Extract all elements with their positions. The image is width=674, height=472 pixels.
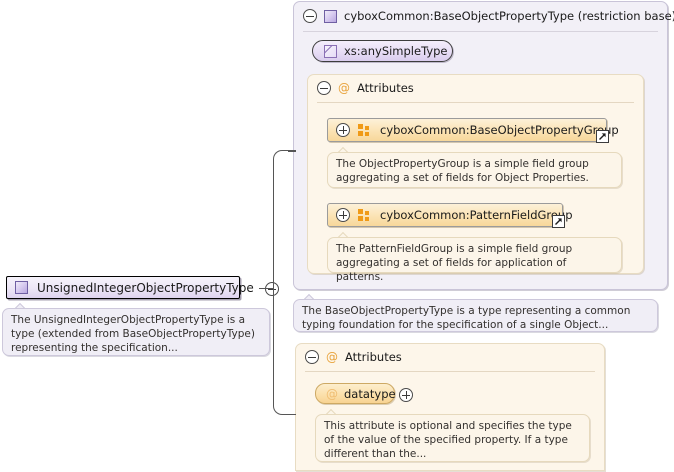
main-type-annotation: The UnsignedIntegerObjectPropertyType is… <box>2 308 270 356</box>
main-type-label: UnsignedIntegerObjectPropertyType <box>37 280 254 295</box>
attribute-group-icon <box>358 209 372 221</box>
attribute-annotation: This attribute is optional and specifies… <box>315 414 590 462</box>
attribute-group-annotation-text: The PatternFieldGroup is a simple field … <box>336 243 573 283</box>
at-icon: @ <box>326 386 338 401</box>
collapse-icon[interactable] <box>264 282 279 296</box>
attribute-label: datatype <box>344 386 396 401</box>
collapse-icon[interactable] <box>317 81 331 95</box>
at-icon: @ <box>338 81 350 95</box>
expand-icon[interactable] <box>336 208 350 222</box>
simple-type-node[interactable]: xs:anySimpleType <box>312 40 453 62</box>
complex-type-icon <box>15 281 28 294</box>
attribute-annotation-text: This attribute is optional and specifies… <box>324 420 572 460</box>
connector-bracket <box>273 150 295 415</box>
base-type-panel-header[interactable]: cyboxCommon:BaseObjectPropertyType (rest… <box>294 2 674 28</box>
connector-to-base-panel <box>288 150 296 152</box>
base-type-panel-title: cyboxCommon:BaseObjectPropertyType (rest… <box>344 9 674 23</box>
main-type-annotation-text: The UnsignedIntegerObjectPropertyType is… <box>11 314 255 354</box>
connector-to-attributes-panel <box>288 413 296 415</box>
attribute-group-label: cyboxCommon:PatternFieldGroup <box>380 208 573 222</box>
attribute-group-icon <box>358 124 372 136</box>
expand-icon[interactable] <box>336 123 350 137</box>
collapse-icon[interactable] <box>303 9 317 23</box>
at-icon: @ <box>326 350 338 364</box>
complex-type-icon <box>324 9 337 23</box>
local-attributes-title: Attributes <box>345 350 402 364</box>
attribute-group-annotation-text: The ObjectPropertyGroup is a simple fiel… <box>336 158 589 184</box>
attribute-group-node-baseobjectpropertygroup[interactable]: cyboxCommon:BaseObjectPropertyGroup <box>327 118 619 142</box>
local-attributes-header[interactable]: @ Attributes <box>296 344 604 369</box>
connector-stub <box>259 287 274 289</box>
base-type-annotation-text: The BaseObjectPropertyType is a type rep… <box>302 305 631 331</box>
external-link-icon[interactable] <box>552 215 565 228</box>
main-type-node[interactable]: UnsignedIntegerObjectPropertyType <box>6 276 254 299</box>
external-link-icon[interactable] <box>596 130 609 143</box>
base-attributes-header[interactable]: @ Attributes <box>308 75 643 100</box>
base-type-annotation: The BaseObjectPropertyType is a type rep… <box>293 299 658 332</box>
attribute-group-label: cyboxCommon:BaseObjectPropertyGroup <box>380 123 619 137</box>
simple-type-icon <box>324 44 337 58</box>
attribute-node-datatype[interactable]: @ datatype <box>315 383 396 404</box>
simple-type-label: xs:anySimpleType <box>344 44 448 58</box>
expand-icon[interactable] <box>399 388 413 402</box>
base-attributes-title: Attributes <box>357 81 414 95</box>
attribute-group-annotation: The ObjectPropertyGroup is a simple fiel… <box>327 152 622 188</box>
attribute-group-annotation: The PatternFieldGroup is a simple field … <box>327 237 622 283</box>
collapse-icon[interactable] <box>305 350 319 364</box>
attribute-group-node-patternfieldgroup[interactable]: cyboxCommon:PatternFieldGroup <box>327 203 573 227</box>
